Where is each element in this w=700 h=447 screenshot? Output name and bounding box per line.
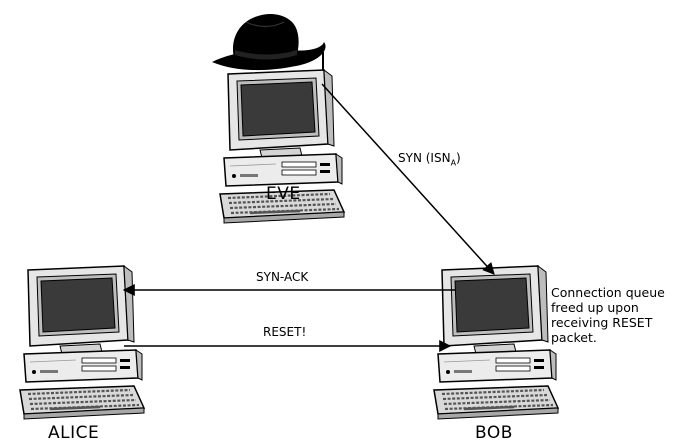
note-line: Connection queue <box>551 285 665 300</box>
bob-computer <box>432 264 560 421</box>
edge-label-syn-text: SYN (ISN <box>398 151 451 165</box>
eve-computer <box>212 14 346 225</box>
computer-icon <box>432 264 560 421</box>
node-label-bob: BOB <box>475 423 513 443</box>
edge-label-syn-suffix: ) <box>456 151 461 165</box>
connection-note: Connection queue freed up upon receiving… <box>551 285 696 345</box>
note-line: receiving RESET <box>551 315 653 330</box>
node-label-alice: ALICE <box>48 423 100 443</box>
edge-label-syn-subscript: A <box>450 158 457 168</box>
computer-icon <box>18 264 146 421</box>
note-line: freed up upon <box>551 300 639 315</box>
hat-icon <box>212 14 326 71</box>
edge-label-syn-ack: SYN-ACK <box>256 270 309 284</box>
edge-label-syn: SYN (ISNA) <box>398 152 461 167</box>
note-line: packet. <box>551 330 597 345</box>
arrow-syn <box>321 83 495 275</box>
edge-label-reset: RESET! <box>263 325 307 339</box>
node-label-eve: EVE <box>266 184 301 204</box>
alice-computer <box>18 264 146 421</box>
